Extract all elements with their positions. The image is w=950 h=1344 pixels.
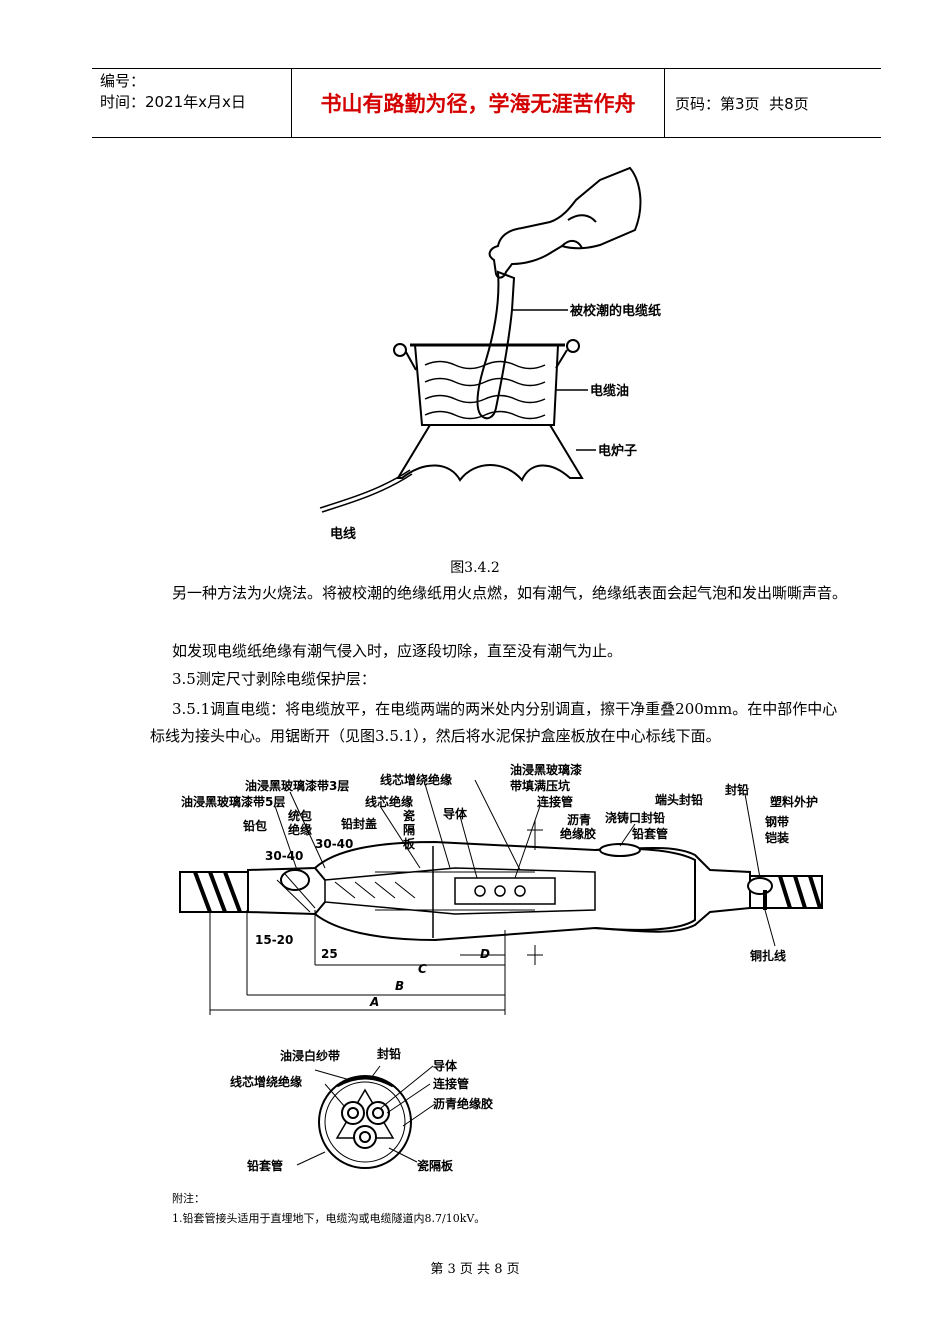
paragraph-1: 另一种方法为火烧法。将被校潮的绝缘纸用火点燃，如有潮气，绝缘纸表面会起气泡和发出…: [172, 584, 848, 602]
fig2-label-l20: 封铅: [725, 782, 749, 797]
section-label-s7: 铅套管: [246, 1158, 283, 1173]
fig2-label-l8: 连接管: [537, 794, 573, 809]
fig2-dim-d3: 15-20: [255, 933, 293, 947]
fig2-label-l25: 铜扎线: [750, 948, 786, 963]
fig2-label-l15: 沥青: [567, 812, 591, 827]
fig2-label-l17: 浇铸口封铅: [605, 810, 665, 825]
glove-icon: [488, 166, 642, 279]
paragraph-2: 如发现电缆纸绝缘有潮气侵入时，应逐段切除，直至没有潮气为止。: [172, 642, 623, 660]
fig2-dim-c: C: [418, 962, 427, 976]
fig2-label-l7: 导体: [443, 806, 468, 821]
fig2-dim-d2: 30-40: [315, 837, 353, 851]
header-page-cell: 页码：第3页 共8页: [665, 69, 881, 137]
section-label-s2: 封铅: [377, 1046, 401, 1061]
header-left-cell: 编号： 时间：2021年x月x日: [92, 69, 292, 137]
fig2-label-l9: 统包: [288, 808, 312, 823]
fig2-dim-d1: 30-40: [265, 849, 303, 863]
fig2-label-l22: 钢带: [765, 814, 789, 829]
figure-cross-section: 油浸白纱带 封铅 导体 线芯增绕绝缘 连接管 沥青绝缘胶 铅套管 瓷隔板: [230, 1046, 493, 1173]
stove-icon: [396, 424, 584, 482]
fig2-label-l21: 塑料外护: [770, 794, 818, 809]
label-wire: 电线: [330, 526, 356, 542]
fig2-label-l16: 绝缘胶: [560, 826, 596, 841]
section-label-s6: 沥青绝缘胶: [433, 1096, 493, 1111]
fig2-label-l5: 带填满压坑: [510, 778, 570, 793]
paragraph-4: 3.5.1调直电缆：将电缆放平，在电缆两端的两米处内分别调直，擦干净重叠200m…: [150, 700, 838, 745]
section-label-s8: 瓷隔板: [417, 1158, 454, 1173]
fig2-label-l14: 板: [403, 836, 416, 851]
figure1-caption: 图3.4.2: [450, 560, 500, 576]
fig2-label-l10: 绝缘: [288, 822, 312, 837]
fig2-label-l3: 线芯增绕绝缘: [380, 772, 452, 787]
fig2-label-l24: 铅包: [242, 818, 267, 833]
fig2-label-l1: 油浸黑玻璃漆带3层: [245, 778, 349, 793]
fig2-label-l19: 端头封铅: [655, 792, 703, 807]
fig2-dim-d: D: [480, 947, 490, 961]
page-footer: 第 3 页 共 8 页: [430, 1262, 520, 1277]
cable-paper-icon: [476, 270, 516, 420]
notes-title: 附注：: [172, 1192, 205, 1205]
fig2-label-l6: 线芯绝缘: [365, 794, 413, 809]
fig2-label-l2: 油浸黑玻璃漆带5层: [181, 794, 285, 809]
section-label-s1: 油浸白纱带: [280, 1048, 340, 1063]
figure-moisture-test: 被校潮的电缆纸 电缆油 电炉子 电线: [319, 166, 661, 542]
section-label-s3: 导体: [433, 1058, 458, 1073]
document-number-label: 编号：: [100, 72, 146, 90]
fig2-dim-b: B: [395, 979, 404, 993]
paragraph-3: 3.5测定尺寸剥除电缆保护层：: [172, 670, 376, 688]
section-label-s4: 线芯增绕绝缘: [230, 1074, 302, 1089]
fig2-dim-a: A: [369, 995, 379, 1009]
section-label-s5: 连接管: [433, 1076, 469, 1091]
fig2-label-l4: 油浸黑玻璃漆: [510, 762, 582, 777]
fig2-label-l23: 铠装: [765, 830, 789, 845]
fig2-label-l13: 隔: [403, 822, 415, 837]
label-oil: 电缆油: [590, 383, 629, 399]
header-page-label: 页码：第3页 共8页: [675, 94, 809, 113]
wire-icon: [319, 469, 413, 513]
fig2-label-l11: 铅封盖: [340, 816, 377, 831]
page-header: 编号： 时间：2021年x月x日 书山有路勤为径，学海无涯苦作舟 页码：第3页 …: [92, 68, 881, 138]
label-paper: 被校潮的电缆纸: [569, 303, 661, 319]
note-1: 1.铅套管接头适用于直埋地下，电缆沟或电缆隧道内8.7/10kV。: [172, 1212, 486, 1225]
label-stove: 电炉子: [598, 443, 637, 459]
figure-lead-sleeve-joint: 油浸黑玻璃漆带3层 油浸黑玻璃漆带5层 线芯增绕绝缘 油浸黑玻璃漆 带填满压坑 …: [179, 762, 823, 1015]
fig2-label-l12: 瓷: [403, 808, 415, 823]
document-time-label: 时间：2021年x月x日: [100, 93, 246, 111]
fig2-dim-d4: 25: [321, 947, 338, 961]
header-motto: 书山有路勤为径，学海无涯苦作舟: [292, 69, 665, 137]
fig2-label-l18: 铅套管: [631, 826, 668, 841]
